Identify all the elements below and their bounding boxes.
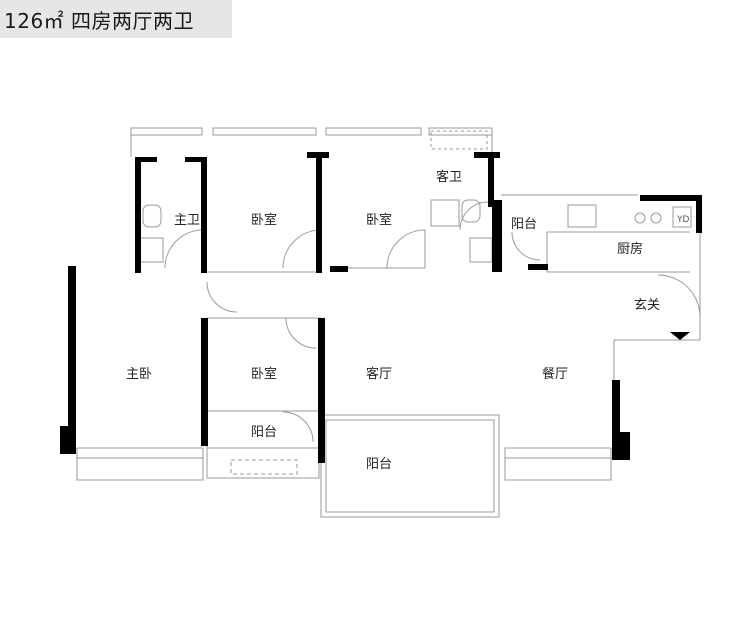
wall-bath-bed1 bbox=[201, 157, 207, 273]
small-balcony-rack bbox=[230, 459, 298, 475]
wall-kitchen-top bbox=[640, 195, 702, 201]
wall-kitchen-balcony-bottom bbox=[528, 264, 548, 270]
window-top-bedroom-1 bbox=[212, 127, 317, 136]
stove-burner-right-icon bbox=[650, 212, 662, 224]
small-balcony-box bbox=[206, 410, 320, 479]
room-label-entrance: 玄关 bbox=[634, 298, 660, 313]
plan-title: 126㎡ 四房两厅两卫 bbox=[4, 8, 195, 33]
wall-bed3-living bbox=[318, 318, 325, 463]
wall-dining-right-base bbox=[612, 432, 630, 460]
room-label-master-bedroom: 主卧 bbox=[126, 367, 152, 382]
basin-master-icon bbox=[138, 237, 164, 263]
wall-dining-right bbox=[612, 380, 620, 432]
room-label-master-bath: 主卫 bbox=[174, 213, 200, 228]
wall-bed1-bed2 bbox=[316, 157, 322, 273]
room-label-dining-room: 餐厅 bbox=[542, 366, 568, 382]
room-label-bedroom-3: 卧室 bbox=[251, 366, 277, 382]
shower-guest-icon bbox=[430, 199, 460, 227]
room-label-bedroom-2: 卧室 bbox=[366, 212, 392, 228]
door-swing-master-bath bbox=[164, 229, 204, 269]
window-top-master-bath bbox=[130, 127, 203, 136]
water-heater-label: YD bbox=[676, 215, 689, 225]
door-swing-bedroom-2 bbox=[386, 229, 426, 269]
living-balcony-inner bbox=[325, 419, 495, 513]
door-swing-guest-bath bbox=[459, 201, 489, 231]
room-label-living-balcony: 阳台 bbox=[366, 457, 392, 472]
wall-kitchen-balcony-left bbox=[492, 200, 502, 272]
window-bottom-dining bbox=[504, 447, 612, 481]
wall-master-bath-left bbox=[135, 157, 141, 273]
toilet-master-icon bbox=[142, 204, 162, 228]
living-balcony-box bbox=[320, 414, 500, 518]
window-top-bedroom-2 bbox=[325, 127, 422, 136]
room-label-small-balcony: 阳台 bbox=[251, 425, 277, 440]
door-swing-entry bbox=[657, 274, 701, 318]
wall-guest-bath-right bbox=[488, 152, 494, 207]
room-label-guest-bath: 客卫 bbox=[436, 169, 462, 185]
wall-bed2-bottom bbox=[330, 266, 348, 272]
room-label-bedroom-1: 卧室 bbox=[251, 212, 277, 228]
door-swing-kitchen-balcony bbox=[511, 231, 541, 261]
wall-bed1-bed2-cap bbox=[307, 152, 329, 158]
room-label-kitchen-balcony: 阳台 bbox=[511, 217, 537, 232]
window-bottom-master bbox=[76, 447, 204, 481]
wall-guest-bath-cap bbox=[474, 152, 500, 158]
door-swing-bedroom-1 bbox=[282, 229, 322, 269]
water-heater-icon bbox=[672, 206, 692, 228]
wall-master-left-base bbox=[60, 426, 76, 454]
door-swing-small-balcony bbox=[282, 411, 314, 443]
wall-kitchen-right bbox=[696, 195, 702, 233]
room-label-living-room: 客厅 bbox=[366, 366, 392, 382]
wall-master-bed3 bbox=[201, 318, 208, 446]
door-swing-master bbox=[206, 281, 238, 313]
door-swing-bedroom-3 bbox=[285, 317, 317, 349]
kitchen-sink-icon bbox=[567, 204, 597, 228]
room-label-kitchen: 厨房 bbox=[617, 241, 643, 257]
basin-guest-icon bbox=[469, 237, 493, 263]
structural-walls bbox=[60, 152, 702, 463]
wall-master-bath-top-left bbox=[135, 157, 157, 162]
wall-master-left bbox=[68, 266, 76, 426]
guest-bath-rack bbox=[430, 130, 488, 150]
plan-title-bar: 126㎡ 四房两厅两卫 bbox=[0, 0, 232, 38]
stove-burner-left-icon bbox=[634, 212, 646, 224]
entry-marker-icon bbox=[670, 332, 690, 340]
toilet-guest-icon bbox=[461, 199, 481, 223]
wall-master-bath-top-right bbox=[185, 157, 207, 162]
